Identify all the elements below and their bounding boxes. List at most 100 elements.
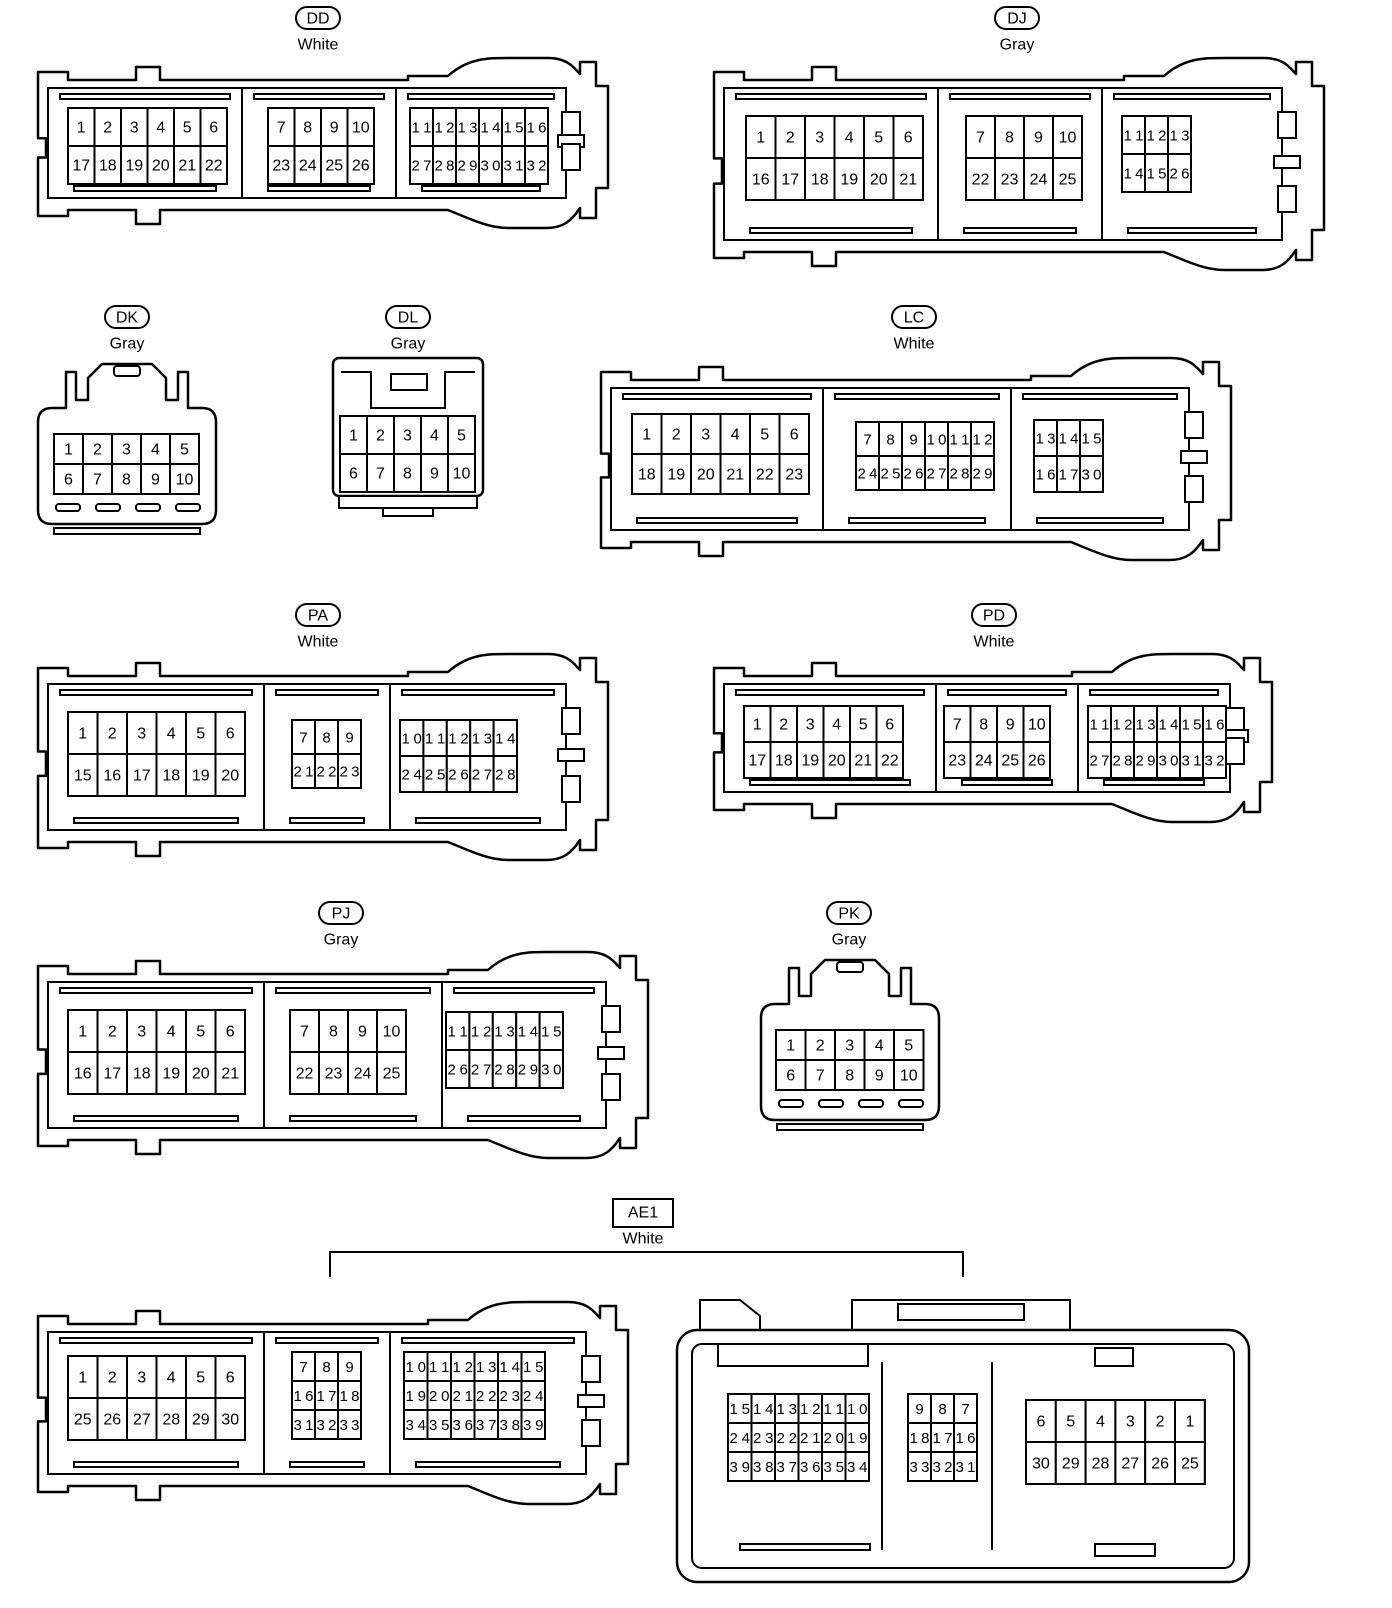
latch-slot — [73, 185, 217, 192]
housing-inner-line — [341, 371, 475, 409]
pin-number: 2 — [672, 427, 681, 444]
key-slot — [1184, 475, 1204, 503]
pin-number: 4 — [845, 130, 854, 147]
pin-cell: 30 — [214, 1397, 246, 1441]
pin-cell-box — [214, 1051, 246, 1095]
pin-cell-box — [96, 1397, 128, 1441]
pin-number: 7 — [953, 717, 962, 734]
pin-cell: 20 — [146, 145, 175, 185]
pin-cell: 22 — [774, 1422, 800, 1453]
pin-cell: 14 — [1156, 705, 1181, 743]
pin-cell: 30 — [1156, 741, 1181, 779]
pin-cell: 10 — [893, 1059, 925, 1091]
pin-cell: 30 — [478, 145, 503, 185]
pin-cell: 6 — [775, 1059, 807, 1091]
pin-cell-box — [185, 753, 217, 797]
pin-cell: 10 — [399, 719, 425, 757]
pin-cell: 27 — [469, 755, 495, 793]
pin-cell: 27 — [468, 1049, 494, 1089]
connector-color: White — [298, 37, 339, 54]
pin-number: 6 — [349, 466, 358, 483]
pin-cell: 19 — [403, 1380, 429, 1411]
pin-cell: 4 — [140, 433, 171, 465]
connector-housing — [36, 1300, 630, 1506]
pin-cell: 28 — [1084, 1441, 1117, 1485]
latch-slot — [898, 1099, 924, 1108]
pin-cell: 5 — [169, 433, 200, 465]
connector-id: PJ — [332, 906, 351, 923]
pin-cell-box — [631, 413, 663, 455]
pin-number: 3 — [130, 120, 139, 137]
pin-number: 5 — [196, 1024, 205, 1041]
connector-inner-frame — [691, 1343, 1235, 1569]
pin-number: 3 — [403, 428, 412, 445]
pin-cell: 12 — [468, 1011, 494, 1051]
pin-number: 23 — [785, 467, 803, 484]
pin-cell: 10 — [403, 1351, 429, 1382]
connector-tag-box — [971, 603, 1017, 627]
pin-cell-box — [339, 453, 368, 493]
pin-cell-box — [796, 741, 825, 779]
pin-cell-box — [155, 753, 187, 797]
pin-cell-box — [844, 1451, 870, 1482]
pin-cell-box — [126, 1009, 158, 1053]
pin-cell: 26 — [445, 1049, 471, 1089]
key-slot — [1277, 111, 1297, 139]
pin-cell: 35 — [426, 1409, 452, 1440]
pin-cell: 14 — [497, 1351, 523, 1382]
pin-number: 26 — [1151, 1456, 1169, 1473]
pin-number: 4 — [151, 442, 160, 459]
pin-cell: 17 — [743, 741, 772, 779]
pin-cell: 16 — [96, 753, 128, 797]
pin-cell: 8 — [314, 719, 339, 755]
pin-cell: 6 — [778, 413, 810, 455]
pin-cell: 7 — [366, 453, 395, 493]
pin-cell-box — [318, 1009, 349, 1053]
latch-slot — [401, 689, 555, 696]
pin-cell: 29 — [1054, 1441, 1087, 1485]
pin-cell: 23 — [994, 157, 1025, 201]
pin-number: 6 — [904, 130, 913, 147]
pin-cell-box — [111, 433, 142, 465]
pin-cell: 24 — [969, 741, 998, 779]
pin-cell: 10 — [1022, 705, 1051, 743]
pin-cell-box — [67, 1009, 99, 1053]
pin-number: 7 — [816, 1068, 825, 1085]
pin-number: 6 — [1036, 1414, 1045, 1431]
pin-cell: 20 — [690, 453, 722, 495]
pin-cell: 19 — [844, 1422, 870, 1453]
pin-cell: 19 — [155, 1051, 187, 1095]
pin-number: 7 — [300, 1024, 309, 1041]
pin-cell-box — [185, 1051, 217, 1095]
pin-cell: 34 — [844, 1451, 870, 1482]
connector-tag-box — [826, 901, 872, 925]
pin-cell: 4 — [146, 107, 175, 147]
pin-cell: 8 — [314, 1351, 339, 1382]
pin-cell: 29 — [455, 145, 480, 185]
connector-color: Gray — [391, 336, 426, 353]
pin-number: 8 — [845, 1068, 854, 1085]
pin-cell: 16 — [524, 107, 549, 147]
pin-cell: 19 — [833, 157, 865, 201]
pin-cell: 10 — [924, 421, 949, 457]
pin-cell: 30 — [538, 1049, 564, 1089]
pin-cell: 2 — [1144, 1399, 1176, 1443]
pin-cell: 16 — [745, 157, 777, 201]
pin-number: 8 — [303, 120, 312, 137]
pin-cell: 11 — [1121, 115, 1146, 155]
pin-cell-box — [969, 705, 998, 743]
pin-cell-box — [185, 1009, 217, 1053]
pin-cell: 25 — [422, 755, 448, 793]
pin-cell: 24 — [1023, 157, 1054, 201]
pin-cell: 2 — [769, 705, 798, 743]
pin-number: 9 — [330, 120, 339, 137]
latch-slot — [267, 185, 371, 192]
pin-number: 2 — [786, 130, 795, 147]
